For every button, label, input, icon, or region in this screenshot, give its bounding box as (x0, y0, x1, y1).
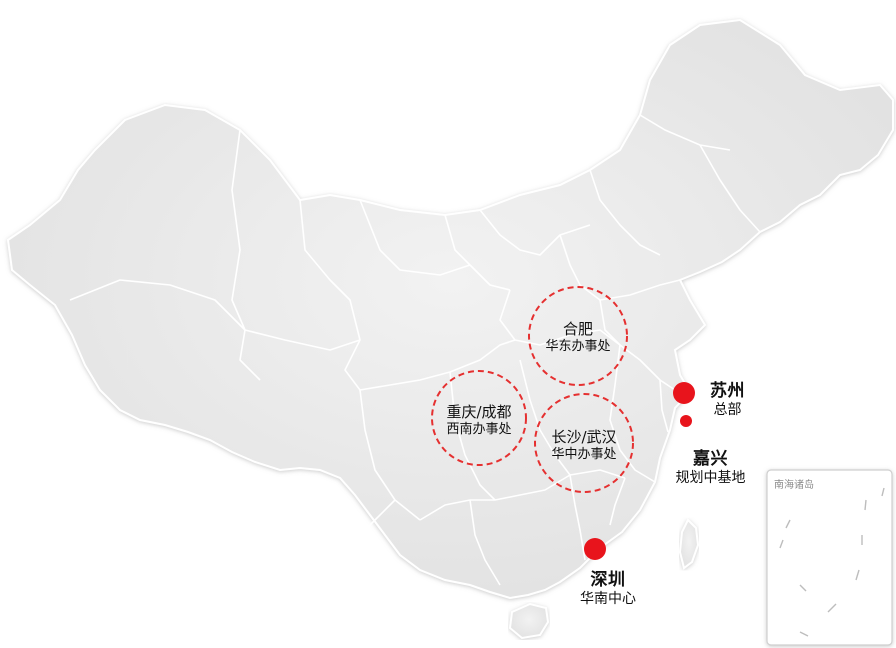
mainland-outline (6, 18, 894, 600)
shenzhen-role: 华南中心 (580, 591, 636, 608)
chongqing-chengdu-city: 重庆/成都 (446, 403, 512, 421)
jiaxing-role: 规划中基地 (675, 470, 746, 487)
chongqing-chengdu-label: 重庆/成都 西南办事处 (424, 403, 534, 438)
shenzhen-city: 深圳 (590, 570, 626, 590)
shenzhen-label: 深圳 华南中心 (568, 570, 648, 609)
chongqing-chengdu-role: 西南办事处 (446, 421, 512, 437)
province-borders (69, 114, 761, 586)
jiaxing-label: 嘉兴 规划中基地 (663, 449, 758, 488)
suzhou-role: 总部 (713, 402, 742, 419)
hainan-island (508, 602, 550, 640)
changsha-wuhan-city: 长沙/武汉 (551, 428, 617, 446)
inset-title: 南海诸岛 (774, 480, 814, 491)
suzhou-city: 苏州 (710, 381, 745, 401)
changsha-wuhan-role: 华中办事处 (551, 446, 617, 462)
suzhou-label: 苏州 总部 (700, 381, 755, 420)
southwest-office-ring (431, 370, 527, 466)
shenzhen-marker (584, 538, 606, 560)
hefei-label: 合肥 华东办事处 (528, 320, 628, 355)
taiwan-island (678, 518, 700, 570)
nine-dash-line (779, 487, 885, 637)
suzhou-marker (673, 382, 695, 404)
jiaxing-city: 嘉兴 (693, 449, 728, 469)
hefei-role: 华东办事处 (545, 338, 611, 354)
changsha-wuhan-label: 长沙/武汉 华中办事处 (529, 428, 639, 463)
south-china-sea-inset-frame (766, 469, 893, 646)
central-office-ring (534, 393, 634, 493)
hefei-office-ring (528, 286, 628, 386)
jiaxing-marker (680, 415, 692, 427)
hefei-city: 合肥 (562, 320, 593, 338)
